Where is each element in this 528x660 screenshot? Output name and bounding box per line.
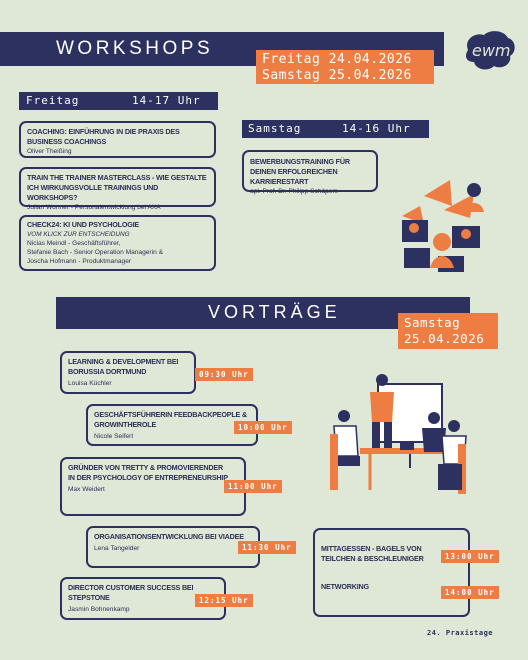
brain-logo-icon: ewm — [466, 31, 515, 70]
workshop-person: Joscha Hofmann - Produktmanager — [27, 258, 132, 265]
workshop-person: Niclas Meindl - Geschäftsführer, — [27, 240, 121, 247]
workshop-card-coaching[interactable]: COACHING: EINFÜHRUNG IN DIE PRAXIS DES B… — [19, 121, 216, 158]
saturday-label: Samstag — [248, 122, 302, 135]
talk-speaker: Jasmin Bohnenkamp — [68, 606, 130, 613]
talk-card-tretty[interactable]: GRÜNDER VON TRETTY & PROMOVIERENDER IN D… — [60, 457, 246, 516]
talk-time: 11:30 Uhr — [238, 541, 296, 554]
workshops-date-saturday: Samstag 25.04.2026 — [262, 68, 412, 83]
talk-speaker: Lena Tangelder — [94, 545, 140, 552]
networking-time: 14:00 Uhr — [441, 586, 499, 599]
talk-card-bvb[interactable]: LEARNING & DEVELOPMENT BEI BORUSSIA DORT… — [60, 351, 196, 394]
talk-time: 12:15 Uhr — [195, 594, 253, 607]
workshop-title: COACHING: EINFÜHRUNG IN DIE PRAXIS DES B… — [27, 127, 180, 146]
vortraege-title: VORTRÄGE — [208, 302, 341, 322]
talk-title: DIRECTOR CUSTOMER SUCCESS BEI STEPSTONE — [68, 583, 194, 602]
workshops-date-friday: Freitag 24.04.2026 — [262, 52, 412, 67]
workshop-title: CHECK24: KI UND PSYCHOLOGIE — [27, 220, 140, 229]
workshop-person: Stefanie Bach - Senior Operation Manager… — [27, 249, 163, 256]
talk-title: ORGANISATIONSENTWICKLUNG BEI VIADEE — [94, 532, 244, 541]
vortraege-date-day: Samstag — [404, 315, 461, 330]
presentation-illustration — [330, 374, 467, 494]
workshop-card-bewerbungstraining[interactable]: BEWERBUNGSTRAINING FÜR DEINEN ERFOLGREIC… — [242, 150, 378, 195]
workshop-person: Oliver Theißing — [27, 148, 72, 155]
talk-title: LEARNING & DEVELOPMENT BEI BORUSSIA DORT… — [68, 357, 179, 376]
talk-title: GRÜNDER VON TRETTY & PROMOVIERENDER IN D… — [68, 463, 228, 482]
talk-time: 09:30 Uhr — [195, 368, 253, 381]
workshop-illustration — [402, 180, 484, 272]
workshop-subtitle: VOM KLICK ZUR ENTSCHEIDUNG — [27, 231, 130, 238]
networking-title: NETWORKING — [321, 582, 369, 591]
workshop-title: BEWERBUNGSTRAINING FÜR DEINEN ERFOLGREIC… — [250, 157, 350, 186]
workshop-title: TRAIN THE TRAINER MASTERCLASS - WIE GEST… — [27, 173, 207, 202]
talk-card-viadee[interactable]: ORGANISATIONSENTWICKLUNG BEI VIADEE Lena… — [86, 526, 260, 568]
friday-bar — [19, 92, 218, 110]
footer-text: 24. Praxistage — [427, 629, 494, 637]
friday-time: 14-17 Uhr — [132, 94, 201, 107]
workshop-card-check24[interactable]: CHECK24: KI UND PSYCHOLOGIE VOM KLICK ZU… — [19, 215, 216, 271]
friday-label: Freitag — [26, 94, 80, 107]
extras-card[interactable]: MITTAGESSEN - BAGELS VON TEILCHEN & BESC… — [313, 528, 470, 617]
workshops-title: WORKSHOPS — [56, 38, 214, 59]
svg-text:ewm: ewm — [472, 41, 511, 60]
saturday-bar — [242, 120, 429, 138]
vortraege-date-date: 25.04.2026 — [404, 331, 485, 346]
talk-speaker: Nicole Seifert — [94, 433, 134, 440]
lunch-title: MITTAGESSEN - BAGELS VON TEILCHEN & BESC… — [321, 544, 424, 563]
vortraege-date-box: Samstag 25.04.2026 — [398, 313, 498, 349]
workshop-person: Julian Wonner - Personalentwicklung bei … — [27, 204, 161, 211]
lunch-time: 13:00 Uhr — [441, 550, 499, 563]
talk-speaker: Louisa Küchler — [68, 380, 112, 387]
talk-time: 10:00 Uhr — [234, 421, 292, 434]
talk-title: GESCHÄFTSFÜHRERIN FEEDBACKPEOPLE & GROWI… — [94, 410, 247, 429]
workshop-card-train-the-trainer[interactable]: TRAIN THE TRAINER MASTERCLASS - WIE GEST… — [19, 167, 216, 211]
saturday-time: 14-16 Uhr — [342, 122, 411, 135]
talk-speaker: Max Weidert — [68, 486, 105, 493]
workshop-person: apl. Prof. Dr. Philipp Schäpers — [250, 188, 338, 195]
talk-card-feedbackpeople[interactable]: GESCHÄFTSFÜHRERIN FEEDBACKPEOPLE & GROWI… — [86, 404, 258, 446]
talk-time: 11:00 Uhr — [224, 480, 282, 493]
workshops-date-box: Freitag 24.04.2026 Samstag 25.04.2026 — [256, 50, 434, 84]
